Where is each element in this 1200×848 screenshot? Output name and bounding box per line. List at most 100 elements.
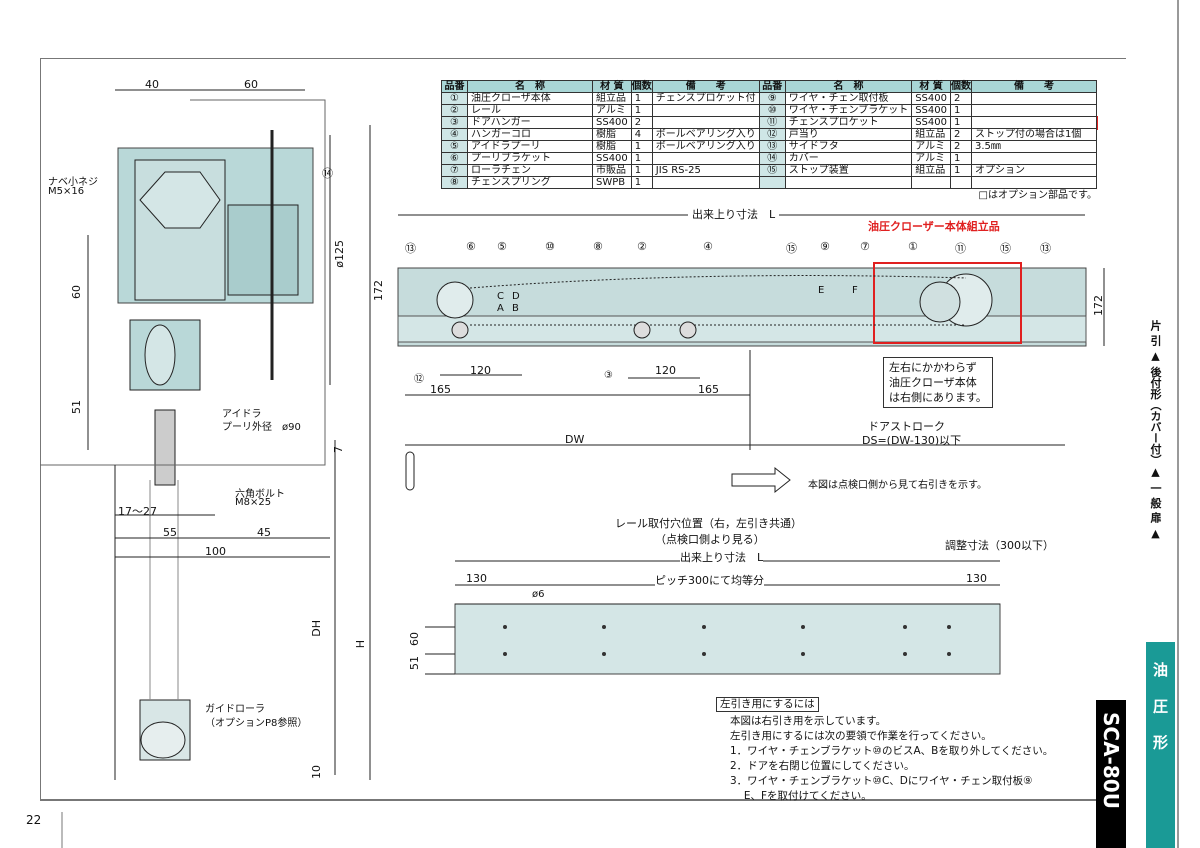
table-cell: ⑤ bbox=[441, 140, 468, 153]
header-no: 品番 bbox=[758, 80, 786, 93]
table-cell: 1 bbox=[630, 140, 653, 153]
table-cell: 1 bbox=[630, 152, 653, 165]
table-cell: 1 bbox=[630, 104, 653, 117]
instruction-line: 左引き用にするには次の要領で作業を行ってください。 bbox=[730, 730, 992, 742]
letter-B: B bbox=[512, 303, 519, 314]
instructions-body: 本図は右引き用を示しています。 左引き用にするには次の要領で作業を行ってください… bbox=[730, 714, 1053, 804]
table-cell: 1 bbox=[630, 164, 653, 177]
label-screw-size: M5×16 bbox=[48, 186, 85, 197]
rail-left-130: 130 bbox=[466, 572, 487, 585]
table-cell: 樹脂 bbox=[592, 140, 632, 153]
table-cell: 1 bbox=[950, 116, 972, 129]
table-cell: SS400 bbox=[911, 104, 951, 117]
table-cell bbox=[950, 176, 972, 189]
assembly-label: 油圧クローザー本体組立品 bbox=[868, 220, 1000, 233]
dim-120-a: 120 bbox=[470, 364, 491, 377]
table-cell: 3.5㎜ bbox=[971, 140, 1097, 153]
table-cell bbox=[971, 104, 1097, 117]
instruction-line: 1．ワイヤ・チェンブラケット⑩のビスA、Bを取り外してください。 bbox=[730, 745, 1054, 757]
instruction-line: E、Fを取付けてください。 bbox=[730, 790, 872, 802]
overall-length: 出来上り寸法 L bbox=[688, 206, 780, 222]
label-guide-ref: （オプションP8参照） bbox=[205, 718, 308, 729]
front-elevation-view bbox=[397, 214, 1105, 494]
table-cell: SWPB bbox=[592, 176, 632, 189]
table-cell: ストップ装置 bbox=[784, 164, 913, 177]
table-cell: アルミ bbox=[911, 140, 951, 153]
table-cell: ⑥ bbox=[441, 152, 468, 165]
part-callout: ① bbox=[908, 240, 918, 253]
table-cell: チェンスプリング bbox=[467, 176, 593, 189]
instruction-line: 2．ドアを右閉じ位置にしてください。 bbox=[730, 760, 915, 772]
table-cell: ⑪ bbox=[758, 116, 786, 129]
header-name: 名 称 bbox=[467, 80, 593, 93]
table-cell: 2 bbox=[630, 116, 653, 129]
dim-100: 100 bbox=[205, 545, 226, 558]
dim-H: H bbox=[354, 640, 367, 649]
table-cell: 1 bbox=[950, 164, 972, 177]
header-material: 材 質 bbox=[592, 80, 632, 93]
table-cell bbox=[971, 176, 1097, 189]
table-cell: 2 bbox=[950, 92, 972, 105]
dim-10: 10 bbox=[310, 765, 323, 779]
table-cell: ボールベアリング入り bbox=[651, 128, 760, 141]
table-cell: ハンガーコロ bbox=[467, 128, 593, 141]
dim-DW: DW bbox=[565, 433, 585, 446]
part-callout: ⑬ bbox=[405, 242, 416, 255]
label-pulley: アイドラ bbox=[222, 409, 262, 420]
table-cell: ⑩ bbox=[758, 104, 786, 117]
dim-7: 7 bbox=[332, 446, 345, 453]
table-cell: ストップ付の場合は1個 bbox=[971, 128, 1097, 141]
note-line: 左右にかかわらず bbox=[889, 361, 977, 374]
part-callout: ⑥ bbox=[466, 240, 476, 253]
rail-subtitle: （点検口側より見る） bbox=[655, 533, 765, 546]
callout-14: ⑭ bbox=[322, 167, 333, 180]
label-guide-roller: ガイドローラ bbox=[205, 704, 265, 715]
table-cell: チェンスプロケット bbox=[784, 116, 913, 129]
table-cell: ⑫ bbox=[758, 128, 786, 141]
side-category-label: 片 引 ▲ 後付形（カバー付）▲ 一 般 扉 ▲ bbox=[1149, 320, 1162, 540]
side-type-tab: 油 圧 形 bbox=[1146, 642, 1175, 848]
table-cell: 2 bbox=[950, 140, 972, 153]
table-cell: ⑨ bbox=[758, 92, 786, 105]
rail-title: レール取付穴位置（右，左引き共通） bbox=[615, 517, 802, 530]
table-cell: 戸当り bbox=[784, 128, 913, 141]
table-header: 品番名 称材 質個数備 考 品番名 称材 質個数備 考 bbox=[441, 80, 1097, 93]
table-cell: ワイヤ・チェンブラケット bbox=[784, 104, 913, 117]
note-line: は右側にあります。 bbox=[889, 391, 987, 404]
part-callout: ② bbox=[637, 240, 647, 253]
letter-E: E bbox=[818, 285, 825, 296]
side-section-view bbox=[40, 89, 371, 780]
table-cell: ② bbox=[441, 104, 468, 117]
dim-165-b: 165 bbox=[698, 383, 719, 396]
table-cell: SS400 bbox=[592, 116, 632, 129]
page-number: 22 bbox=[26, 813, 42, 827]
letter-C: C bbox=[497, 291, 504, 302]
dim-55: 55 bbox=[163, 526, 177, 539]
table-cell: サイドフタ bbox=[784, 140, 913, 153]
table-cell: ⑬ bbox=[758, 140, 786, 153]
drawing-frame bbox=[40, 58, 1126, 801]
part-callout: ⑮ bbox=[786, 242, 797, 255]
header-no: 品番 bbox=[441, 80, 468, 93]
label-bolt-size: M8×25 bbox=[235, 497, 272, 508]
table-cell: チェンスプロケット付 bbox=[651, 92, 760, 105]
callout-12: ⑫ bbox=[414, 374, 424, 385]
dim-60-v: 60 bbox=[70, 285, 83, 299]
header-remarks: 備 考 bbox=[971, 80, 1097, 93]
dim-40: 40 bbox=[145, 78, 159, 91]
rail-hole-dia: ø6 bbox=[532, 589, 545, 600]
table-cell: ⑧ bbox=[441, 176, 468, 189]
table-cell: SS400 bbox=[911, 116, 951, 129]
table-cell bbox=[971, 92, 1097, 105]
table-cell: ① bbox=[441, 92, 468, 105]
table-cell bbox=[971, 152, 1097, 165]
dim-172-front: 172 bbox=[1092, 295, 1105, 316]
instructions-title: 左引き用にするには bbox=[716, 697, 819, 712]
